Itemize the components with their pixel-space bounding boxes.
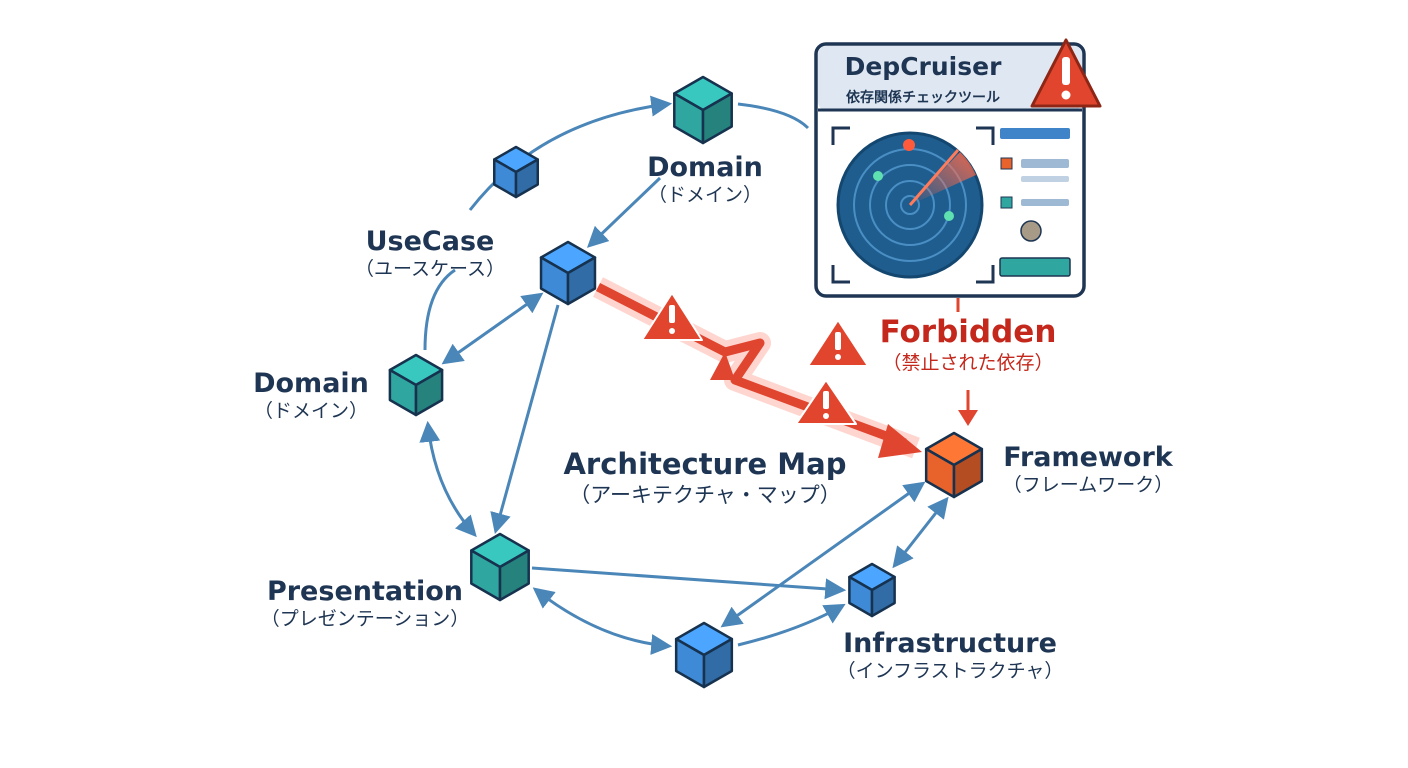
panel-header: DepCruiser 依存関係チェックツール bbox=[818, 52, 1028, 107]
cubes-layer bbox=[388, 75, 984, 689]
arrow-domain-to-usecase bbox=[586, 176, 662, 248]
label-usecase: UseCase （ユースケース） bbox=[330, 226, 530, 281]
forbidden-arrowhead bbox=[878, 424, 922, 458]
label-map-ja: （アーキテクチャ・マップ） bbox=[569, 483, 841, 508]
panel-title: DepCruiser bbox=[844, 52, 1002, 81]
arrow-presentation-to-infrastructure bbox=[531, 566, 847, 600]
arrow-domain-left-presentation bbox=[419, 420, 477, 538]
cube-domain-top bbox=[673, 75, 733, 145]
label-domain-top-en: Domain bbox=[647, 152, 763, 183]
panel-line bbox=[1021, 176, 1069, 182]
radar-icon bbox=[836, 131, 984, 279]
label-presentation: Presentation （プレゼンテーション） bbox=[240, 576, 490, 631]
panel-line bbox=[1021, 199, 1069, 206]
cube-bottom bbox=[674, 621, 734, 689]
label-infrastructure: Infrastructure （インフラストラクチャ） bbox=[820, 628, 1080, 683]
arrow-usecase-domain-left bbox=[441, 292, 544, 365]
arrow-usecase-to-presentation bbox=[490, 304, 560, 535]
panel-subtitle: 依存関係チェックツール bbox=[846, 90, 1000, 106]
label-forbidden-ja: （禁止された依存） bbox=[882, 351, 1054, 374]
label-infrastructure-en: Infrastructure bbox=[843, 628, 1057, 659]
label-presentation-en: Presentation bbox=[266, 576, 464, 607]
label-architecture-map: Architecture Map （アーキテクチャ・マップ） bbox=[540, 447, 870, 508]
label-domain-left: Domain （ドメイン） bbox=[236, 368, 386, 423]
warning-icon bbox=[641, 292, 703, 341]
label-presentation-ja: （プレゼンテーション） bbox=[260, 608, 470, 631]
arrow-smallcube-to-domain bbox=[468, 95, 673, 211]
warning-icon bbox=[1030, 38, 1102, 108]
label-domain-left-ja: （ドメイン） bbox=[253, 400, 368, 423]
label-domain-left-en: Domain bbox=[253, 368, 369, 399]
dependency-arrows bbox=[419, 95, 949, 655]
arrow-left-arc-top bbox=[423, 268, 456, 351]
cube-framework bbox=[924, 431, 984, 499]
cube-domain-left bbox=[388, 353, 444, 417]
depcruiser-panel bbox=[814, 42, 1086, 298]
label-framework: Framework （フレームワーク） bbox=[988, 442, 1188, 497]
label-forbidden-en: Forbidden bbox=[879, 314, 1057, 350]
label-map-en: Architecture Map bbox=[563, 447, 847, 481]
arrow-presentation-bottomcube bbox=[532, 587, 673, 655]
panel-button bbox=[999, 257, 1071, 277]
arrow-bottomcube-framework bbox=[720, 481, 926, 628]
label-usecase-ja: （ユースケース） bbox=[354, 258, 506, 281]
label-framework-ja: （フレームワーク） bbox=[1002, 474, 1174, 497]
label-forbidden: Forbidden （禁止された依存） bbox=[868, 314, 1068, 374]
cube-infrastructure bbox=[848, 562, 896, 618]
scan-frame-corners bbox=[831, 126, 995, 284]
label-framework-en: Framework bbox=[1003, 442, 1173, 473]
forbidden-pointer-head bbox=[958, 410, 978, 426]
panel-line bbox=[1021, 159, 1069, 168]
warning-icon bbox=[807, 319, 869, 367]
knob-icon bbox=[1020, 220, 1042, 242]
cube-presentation bbox=[470, 532, 530, 602]
label-usecase-en: UseCase bbox=[365, 226, 495, 257]
status-indicator bbox=[1000, 196, 1013, 209]
status-indicator bbox=[1000, 157, 1013, 170]
arrow-domain-to-panel bbox=[737, 102, 810, 130]
cube-small-top bbox=[493, 145, 539, 199]
panel-bar bbox=[1000, 128, 1070, 139]
arrow-infrastructure-framework bbox=[892, 496, 949, 569]
label-domain-top-ja: （ドメイン） bbox=[647, 184, 762, 207]
cube-usecase bbox=[539, 240, 597, 306]
warning-icon bbox=[795, 379, 857, 425]
label-domain-top: Domain （ドメイン） bbox=[620, 152, 790, 207]
label-infrastructure-ja: （インフラストラクチャ） bbox=[836, 660, 1064, 683]
